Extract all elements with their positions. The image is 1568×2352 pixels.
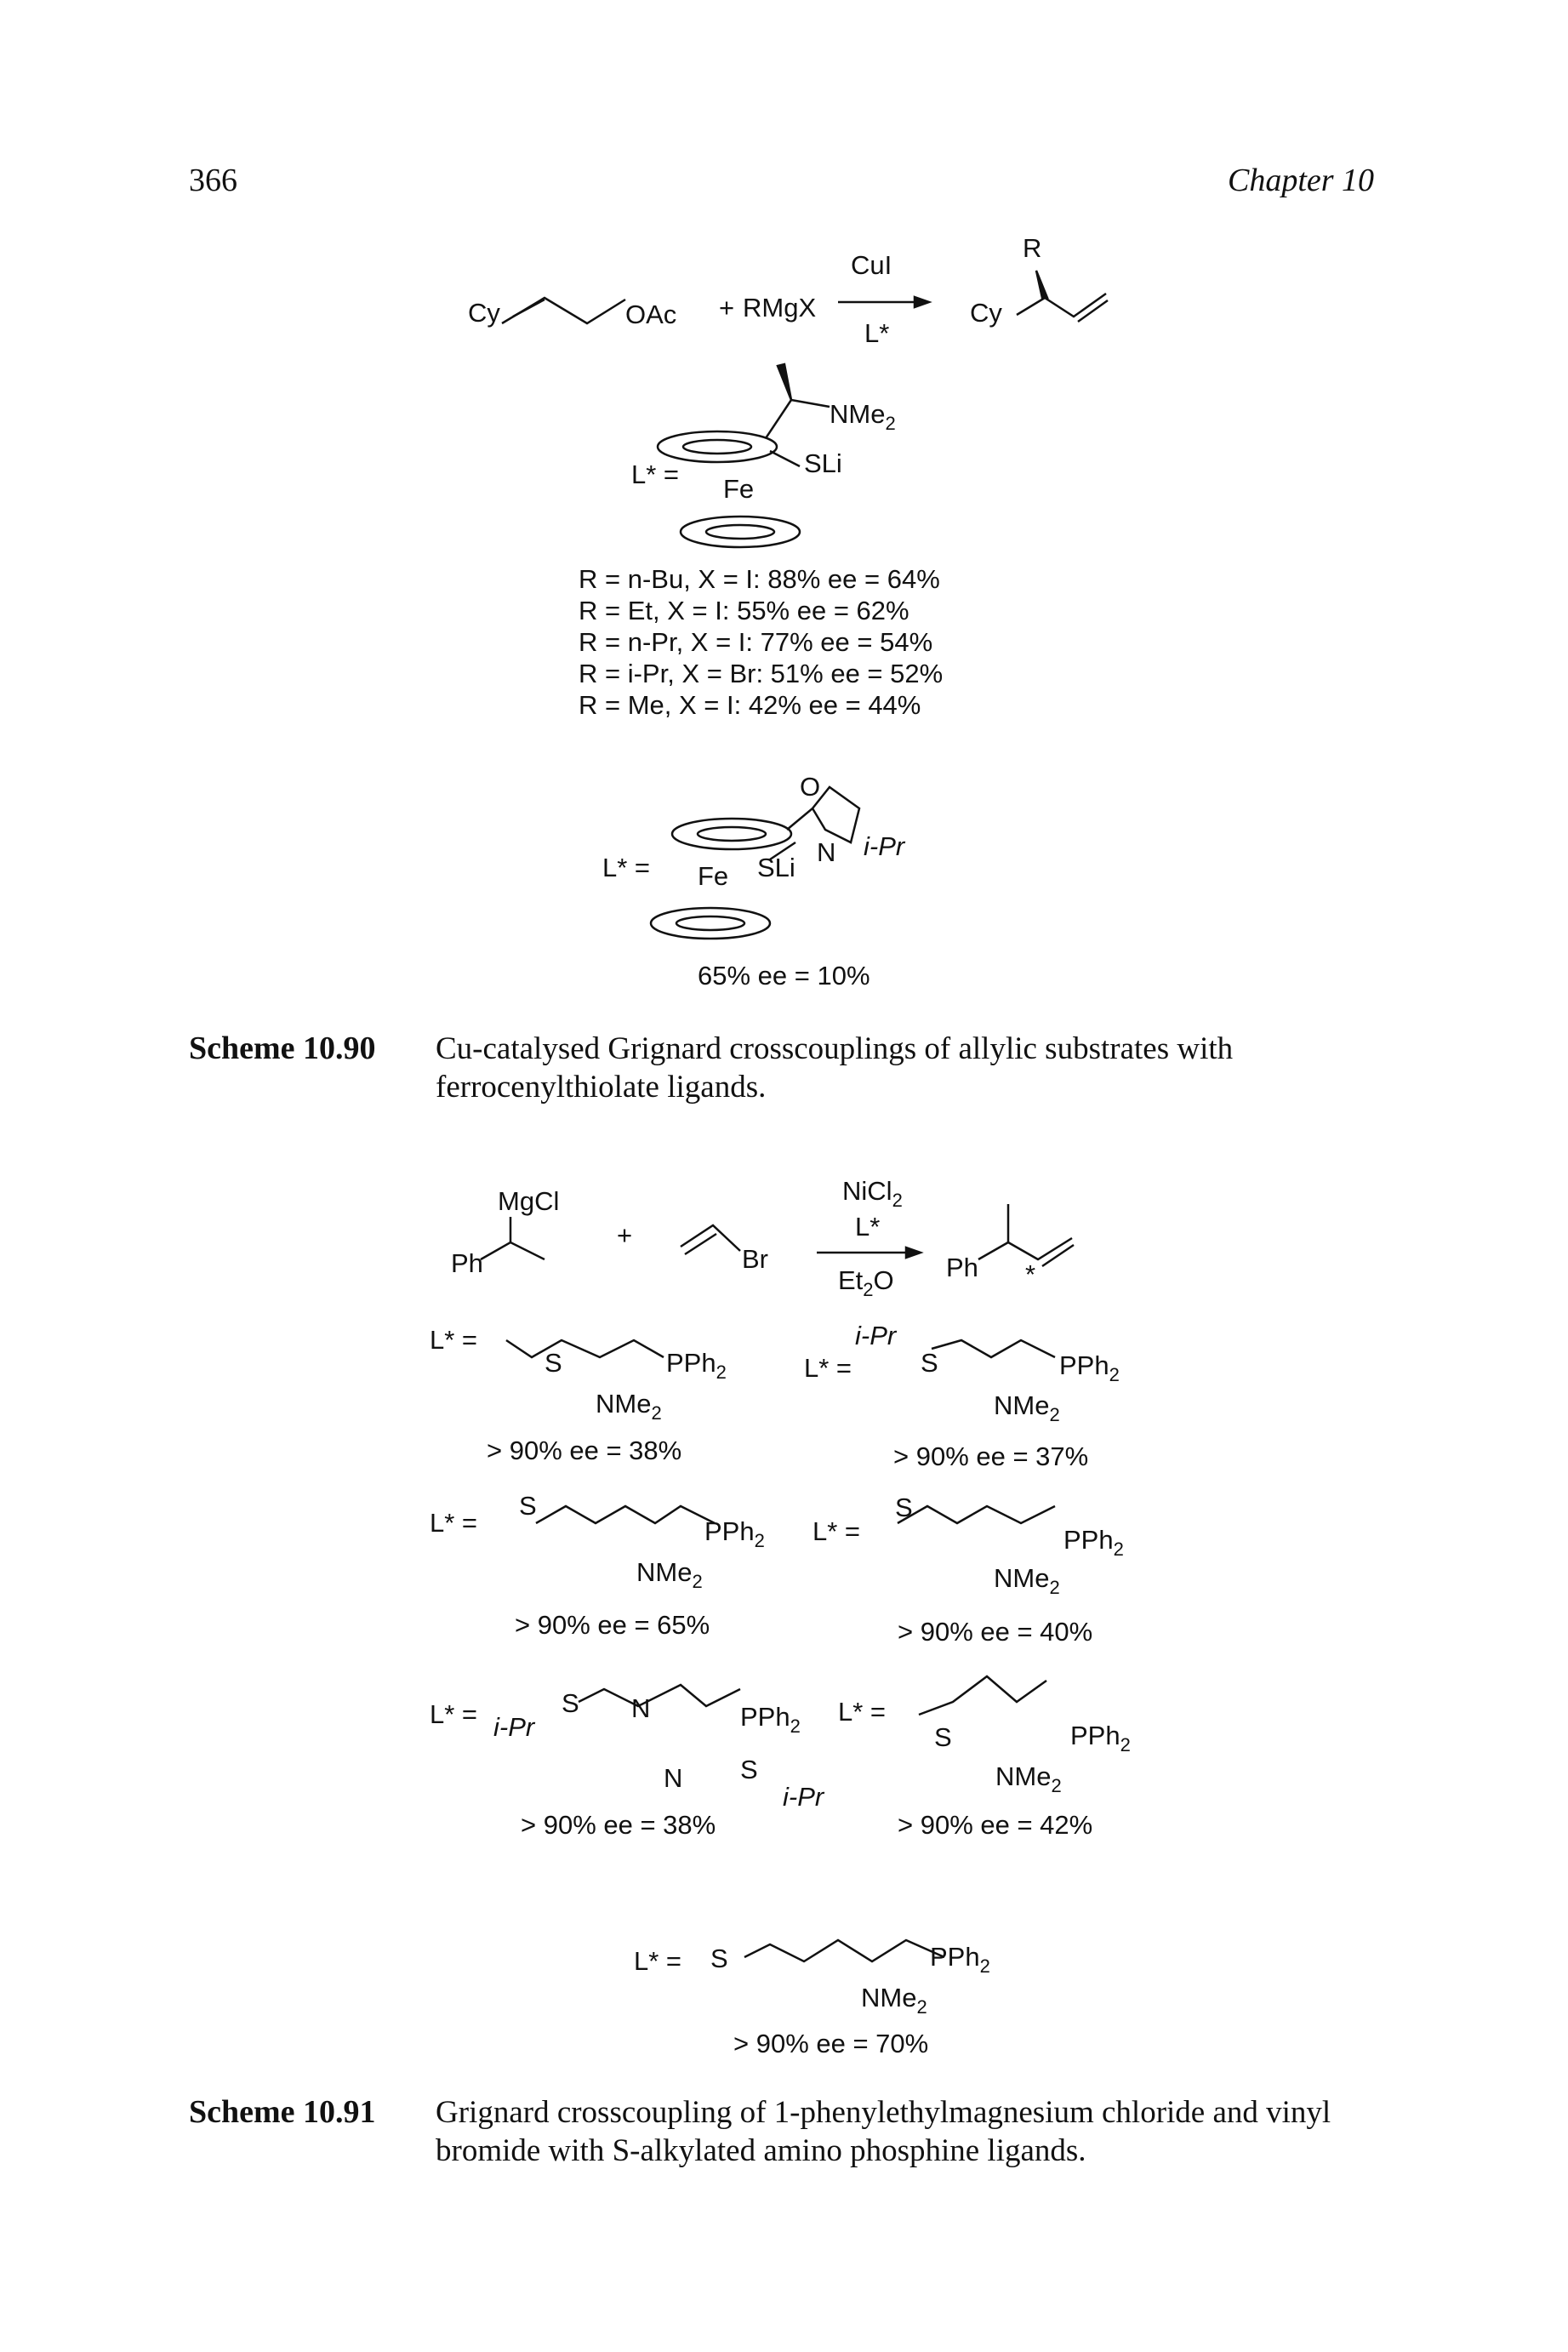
ligand2-result: 65% ee = 10% [698, 961, 870, 990]
pph2-label: PPh2 [1070, 1721, 1131, 1755]
br-label: Br [742, 1244, 768, 1274]
caption-label: Scheme 10.91 [189, 2094, 376, 2130]
scheme-10-91-drawing: MgCl Ph + Br NiCl2 L* Et2O Ph * L* = S P… [430, 1176, 1131, 2058]
product-skeleton [1016, 292, 1107, 318]
ligand-result: > 90% ee = 65% [515, 1610, 710, 1640]
ligand-label: L* [864, 318, 889, 348]
ipr-label: i-Pr [493, 1712, 536, 1742]
ligand-result: > 90% ee = 38% [521, 1810, 716, 1840]
pph2-label: PPh2 [1063, 1525, 1124, 1560]
nme2-label: NMe2 [994, 1390, 1060, 1425]
pph2-label: PPh2 [740, 1702, 801, 1737]
product-cy-label: Cy [970, 298, 1002, 328]
s-label: S [710, 1944, 728, 1973]
s-label: S [519, 1491, 537, 1521]
ligand-prefix: L* = [430, 1699, 477, 1729]
ligand-result: > 90% ee = 70% [733, 2029, 928, 2058]
oxazoline-o-label: O [800, 772, 820, 802]
cp-ring-upper-2 [670, 817, 793, 851]
ligand-prefix: L* = [804, 1353, 852, 1383]
ligand2-prefix: L* = [602, 853, 650, 882]
catalyst-label: CuI [851, 250, 892, 280]
cp-ring-upper [656, 430, 778, 464]
ligand-result: > 90% ee = 38% [487, 1436, 681, 1465]
chapter-title: Chapter 10 [1228, 163, 1375, 198]
pph2-label: PPh2 [1059, 1350, 1120, 1385]
n-label: N [631, 1693, 650, 1723]
pph2-label: PPh2 [666, 1348, 727, 1383]
caption-text: Grignard crosscoupling of 1-phenylethylm… [436, 2095, 1331, 2168]
s-label: S [934, 1722, 952, 1752]
nme2-label: NMe2 [636, 1557, 703, 1592]
ipr-label: i-Pr [855, 1321, 898, 1350]
ligand1-prefix: L* = [631, 460, 679, 489]
plus-sign: + [719, 293, 734, 323]
page-number: 366 [189, 163, 237, 198]
pph2-label: PPh2 [930, 1942, 990, 1977]
ipr-label: i-Pr [864, 831, 906, 861]
s-label: S [545, 1348, 562, 1378]
ligand-prefix: L* = [838, 1697, 886, 1727]
ligand-result: > 90% ee = 37% [893, 1441, 1088, 1471]
ligand-prefix: L* = [813, 1516, 860, 1546]
product-r-label: R [1023, 233, 1041, 263]
result-row: R = Me, X = I: 42% ee = 44% [579, 690, 921, 720]
fe-label: Fe [723, 474, 754, 504]
result-row: R = i-Pr, X = Br: 51% ee = 52% [579, 659, 944, 688]
ligand-prefix: L* = [634, 1946, 681, 1976]
nme2-label: NMe2 [861, 1983, 927, 2018]
nme2-label: NMe2 [994, 1563, 1060, 1598]
et2o-label: Et2O [838, 1265, 894, 1300]
ligand-label-2: L* [855, 1212, 880, 1242]
product-ph-label: Ph [946, 1253, 978, 1282]
caption-10-90: Scheme 10.90 Cu-catalysed Grignard cross… [189, 1030, 1380, 1105]
result-row: R = Et, X = I: 55% ee = 62% [579, 596, 909, 625]
allyl-chain [501, 296, 626, 325]
caption-label: Scheme 10.90 [189, 1030, 376, 1066]
ligand-result: > 90% ee = 42% [898, 1810, 1092, 1840]
mgcl-label: MgCl [498, 1186, 559, 1216]
oac-label: OAc [625, 300, 676, 329]
stereocenter-star: * [1025, 1259, 1035, 1289]
cp-ring-lower-2 [649, 906, 772, 940]
s-label: S [895, 1493, 913, 1522]
cy-label: Cy [468, 298, 500, 328]
caption-text: Cu-catalysed Grignard crosscouplings of … [436, 1031, 1234, 1105]
ipr-label: i-Pr [783, 1782, 825, 1812]
s-label: S [740, 1755, 758, 1784]
ph-label: Ph [451, 1248, 483, 1278]
ligand-prefix: L* = [430, 1508, 477, 1538]
ligand-prefix: L* = [430, 1325, 477, 1355]
nicl2-label: NiCl2 [842, 1176, 903, 1211]
s-label: S [921, 1348, 938, 1378]
plus-sign-2: + [617, 1220, 632, 1250]
results-list: R = n-Bu, X = I: 88% ee = 64% R = Et, X … [579, 563, 943, 721]
s-label: S [562, 1688, 579, 1718]
nme2-label: NMe2 [995, 1761, 1062, 1796]
nme2-label: NMe2 [830, 399, 896, 434]
n-label: N [664, 1763, 682, 1793]
ligand-result: > 90% ee = 40% [898, 1617, 1092, 1647]
allyl-double-bond [512, 298, 545, 318]
fe-label-2: Fe [698, 861, 728, 891]
sli-label: SLi [804, 448, 842, 478]
nme2-label: NMe2 [596, 1389, 662, 1424]
sli-label-2: SLi [757, 853, 795, 882]
cp-ring-lower [679, 515, 801, 549]
reagent-label: RMgX [743, 293, 816, 323]
oxazoline-n-label: N [817, 837, 835, 867]
result-row: R = n-Bu, X = I: 88% ee = 64% [579, 564, 940, 594]
caption-10-91: Scheme 10.91 Grignard crosscoupling of 1… [189, 2093, 1380, 2168]
pph2-label: PPh2 [704, 1516, 765, 1551]
scheme-10-90-drawing: Cy OAc + RMgX CuI L* R Cy NMe2 SLi L* = … [468, 233, 1109, 940]
result-row: R = n-Pr, X = I: 77% ee = 54% [579, 627, 933, 657]
